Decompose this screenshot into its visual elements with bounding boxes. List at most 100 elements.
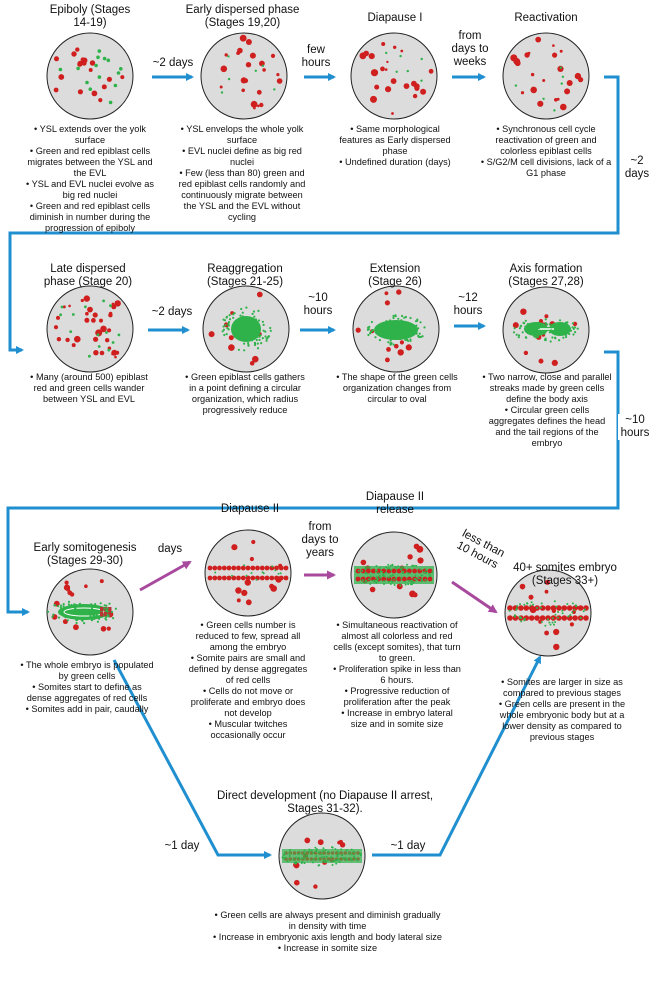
green-cell xyxy=(93,617,96,621)
green-cell xyxy=(224,324,227,327)
green-cell xyxy=(323,856,326,858)
stage-title-diapause-2-release: Diapause II release xyxy=(365,491,425,516)
green-cell xyxy=(383,575,386,578)
green-cell xyxy=(365,579,368,582)
green-cell xyxy=(66,619,69,622)
green-cell xyxy=(536,606,538,609)
arrow-direct-40somites xyxy=(372,655,542,857)
green-cell xyxy=(67,603,70,606)
bullet: • Green cells are present in the whole e… xyxy=(498,699,626,742)
somite xyxy=(264,575,270,581)
green-cell xyxy=(407,339,410,342)
red-nucleus xyxy=(385,357,390,363)
green-cell xyxy=(331,846,334,849)
green-cell xyxy=(405,332,408,335)
green-cell xyxy=(71,612,74,615)
green-cell xyxy=(370,320,373,324)
somite xyxy=(577,605,584,611)
bullet: • Synchronous cell cycle reactivation of… xyxy=(495,124,597,156)
green-cell xyxy=(366,328,369,331)
stage-title-40-somites: 40+ somites embryo (Stages 33+) xyxy=(513,562,617,587)
green-cell xyxy=(420,574,423,577)
green-cell xyxy=(574,331,577,334)
somite xyxy=(292,851,297,855)
green-cell xyxy=(539,606,542,609)
green-cell xyxy=(105,331,108,334)
red-nucleus xyxy=(544,589,549,594)
green-cell xyxy=(417,327,420,330)
green-cell xyxy=(245,333,248,336)
green-cell xyxy=(238,334,241,337)
green-cell xyxy=(369,582,372,585)
green-cell xyxy=(314,846,317,849)
green-cell xyxy=(554,336,557,339)
green-cell xyxy=(232,316,235,319)
green-cell xyxy=(97,612,100,615)
red-nucleus xyxy=(400,49,404,53)
somite xyxy=(212,565,218,571)
green-cell xyxy=(357,569,360,572)
green-cell xyxy=(549,623,552,626)
green-cell xyxy=(415,332,418,335)
green-cell xyxy=(414,574,417,577)
stage-desc-late-dispersed: • Many (around 500) epiblast red and gre… xyxy=(28,372,150,405)
green-cell xyxy=(553,600,556,603)
somite xyxy=(236,575,241,581)
green-cell xyxy=(247,341,250,345)
somite xyxy=(386,576,392,582)
green-cell xyxy=(94,603,97,606)
somite xyxy=(100,612,104,617)
green-cell xyxy=(411,333,414,336)
green-cell xyxy=(58,67,63,72)
green-cell xyxy=(349,857,352,859)
somite xyxy=(259,565,265,571)
bullet: • Somites start to define as dense aggre… xyxy=(26,682,148,703)
green-cell xyxy=(568,332,571,336)
green-cell xyxy=(517,334,521,337)
green-cell xyxy=(264,330,267,333)
green-cell xyxy=(308,848,311,851)
green-cell xyxy=(399,54,402,58)
green-cell xyxy=(404,315,407,319)
bullet: • Many (around 500) epiblast red and gre… xyxy=(30,372,148,404)
red-nucleus xyxy=(106,76,112,82)
green-cell xyxy=(352,850,355,853)
green-cell xyxy=(242,318,245,321)
green-cell xyxy=(303,849,306,852)
green-cell xyxy=(73,607,76,611)
green-cell xyxy=(337,858,340,861)
stage-title-extension: Extension (Stage 26) xyxy=(368,263,422,288)
somite xyxy=(108,612,112,617)
green-cell xyxy=(94,63,98,68)
green-cell xyxy=(62,605,65,608)
green-cell xyxy=(386,325,389,328)
green-cell xyxy=(431,571,434,574)
green-cell xyxy=(566,603,569,605)
green-cell xyxy=(368,578,370,581)
green-cell xyxy=(59,313,62,317)
stage-desc-reaggregation: • Green epiblast cells gathers in a poin… xyxy=(182,372,308,416)
red-nucleus xyxy=(69,592,75,597)
green-cell xyxy=(569,614,572,616)
green-cell xyxy=(369,575,372,578)
green-cell xyxy=(322,847,325,850)
green-cell xyxy=(414,578,417,581)
somite xyxy=(401,576,407,582)
red-nucleus xyxy=(73,624,79,631)
red-nucleus xyxy=(391,112,394,115)
somite xyxy=(583,605,589,611)
somite xyxy=(572,615,578,621)
red-nucleus xyxy=(105,338,110,343)
somite xyxy=(231,565,237,571)
green-cell xyxy=(253,341,256,344)
red-nucleus xyxy=(514,60,521,67)
green-cell xyxy=(388,580,390,583)
green-cell xyxy=(377,572,380,575)
red-nucleus xyxy=(107,328,112,333)
somite xyxy=(356,851,360,855)
somite xyxy=(365,568,371,574)
somite xyxy=(250,565,256,571)
green-cell xyxy=(265,339,268,342)
green-cell xyxy=(417,577,420,580)
green-cell xyxy=(524,325,527,328)
